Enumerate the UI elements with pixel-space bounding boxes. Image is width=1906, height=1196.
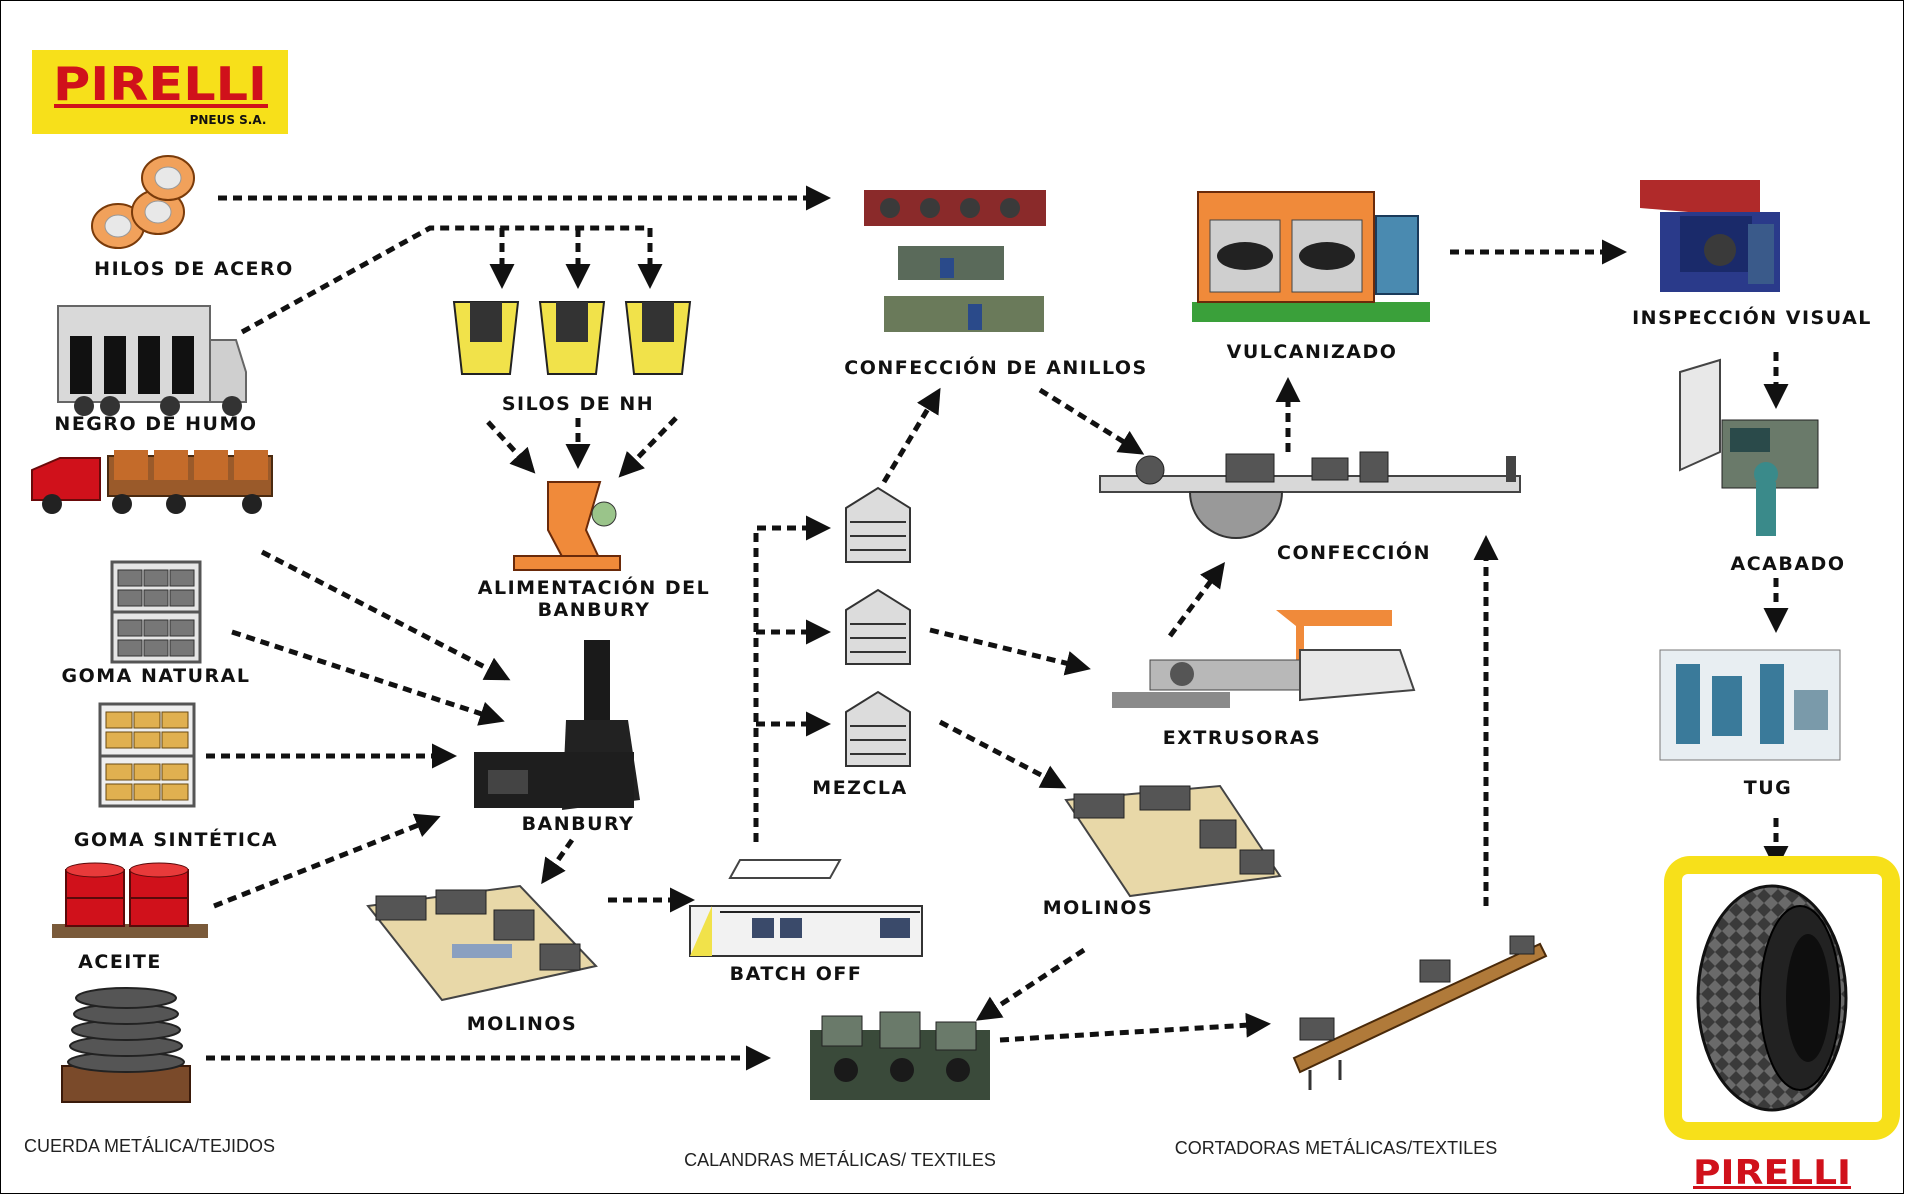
label-cortadoras: CORTADORAS METÁLICAS/TEXTILES: [1175, 1138, 1497, 1158]
label-goma-sintetica: GOMA SINTÉTICA: [74, 828, 278, 851]
calender-machine-icon: [810, 1011, 990, 1100]
natural-rubber-rack-icon: [110, 560, 202, 664]
arrow-extrusoras-confeccion: [1167, 561, 1225, 638]
label-inspeccion-visual: INSPECCIÓN VISUAL: [1632, 305, 1872, 329]
logo-background: [32, 50, 288, 134]
flow-arrows: [206, 185, 1789, 1071]
label-banbury: BANBURY: [522, 813, 635, 835]
label-cuerda-metalica: CUERDA METÁLICA/TEJIDOS: [24, 1136, 275, 1156]
arrow-goma-natural-a: [260, 549, 511, 681]
label-extrusoras: EXTRUSORAS: [1163, 727, 1322, 749]
arrow-molinos-calandras: [975, 947, 1086, 1021]
label-acabado: ACABADO: [1731, 553, 1846, 575]
label-mezcla: MEZCLA: [812, 777, 907, 799]
arrow-aceite: [213, 813, 441, 909]
label-calandras: CALANDRAS METÁLICAS/ TEXTILES: [684, 1150, 996, 1170]
pirelli-logo: PIRELLI PNEUS S.A.: [32, 50, 288, 134]
arrow-silos-a: [486, 420, 536, 474]
label-goma-natural: GOMA NATURAL: [62, 665, 251, 687]
label-molinos-left: MOLINOS: [467, 1013, 577, 1035]
vulcanizing-press-icon: [1192, 191, 1430, 322]
label-hilos-de-acero: HILOS DE ACERO: [94, 258, 294, 280]
banbury-mixer-icon: [474, 640, 640, 810]
silos-icon: [452, 301, 692, 375]
logo-subtitle: PNEUS S.A.: [190, 113, 267, 127]
footer-pirelli-logo: PIRELLI: [1693, 1153, 1851, 1193]
extruder-icon: [1112, 610, 1416, 708]
logo-brand: PIRELLI: [53, 57, 267, 111]
label-confeccion: CONFECCIÓN: [1277, 540, 1431, 564]
arrow-mezcla-anillos: [881, 387, 941, 484]
bead-machines-icon: [864, 190, 1046, 332]
metal-cord-stack-icon: [61, 987, 191, 1103]
cutter-conveyor-icon: [1292, 935, 1548, 1090]
arrow-batchoff-mezcla1: [753, 515, 831, 842]
synthetic-rubber-rack-icon: [98, 702, 196, 808]
batch-off-machine-icon: [689, 859, 923, 957]
label-negro-de-humo: NEGRO DE HUMO: [54, 413, 257, 435]
footer-logo-underline: [1693, 1186, 1851, 1189]
label-batch-off: BATCH OFF: [730, 963, 863, 985]
visual-inspection-station-icon: [1640, 180, 1780, 292]
label-aceite: ACEITE: [78, 951, 162, 973]
arrow-mezcla-extrusoras: [929, 627, 1091, 676]
steel-spools-icon: [91, 155, 195, 249]
mills-right-icon: [1064, 784, 1282, 898]
label-vulcanizado: VULCANIZADO: [1227, 341, 1398, 363]
tire-building-machine-icon: [1099, 451, 1521, 539]
arrow-goma-natural-b: [231, 629, 505, 726]
label-alimentacion-line2: BANBURY: [538, 599, 651, 621]
mills-left-icon: [366, 884, 598, 1002]
label-molinos-right: MOLINOS: [1043, 897, 1153, 919]
mix-stacks-icon: [845, 486, 911, 767]
label-silos-de-nh: SILOS DE NH: [502, 393, 654, 415]
arrow-anillos-confeccion: [1038, 387, 1145, 455]
arrow-banbury-molinos: [541, 838, 575, 885]
banbury-feeder-icon: [513, 481, 621, 571]
arrow-calandras-cortadoras: [999, 1012, 1271, 1043]
arrow-silos-c: [618, 416, 678, 478]
red-truck-icon: [31, 450, 273, 514]
truck-icon: [57, 305, 247, 416]
tug-machine-icon: [1659, 649, 1841, 761]
label-alimentacion-line1: ALIMENTACIÓN DEL: [478, 575, 710, 599]
finishing-station-icon: [1679, 358, 1819, 536]
logo-underline: [54, 104, 268, 108]
label-tug: TUG: [1744, 777, 1792, 799]
oil-barrels-icon: [52, 862, 208, 938]
arrow-mezcla-molinos: [938, 719, 1067, 789]
final-tire-icon: [1664, 856, 1900, 1140]
label-confeccion-de-anillos: CONFECCIÓN DE ANILLOS: [844, 355, 1148, 379]
